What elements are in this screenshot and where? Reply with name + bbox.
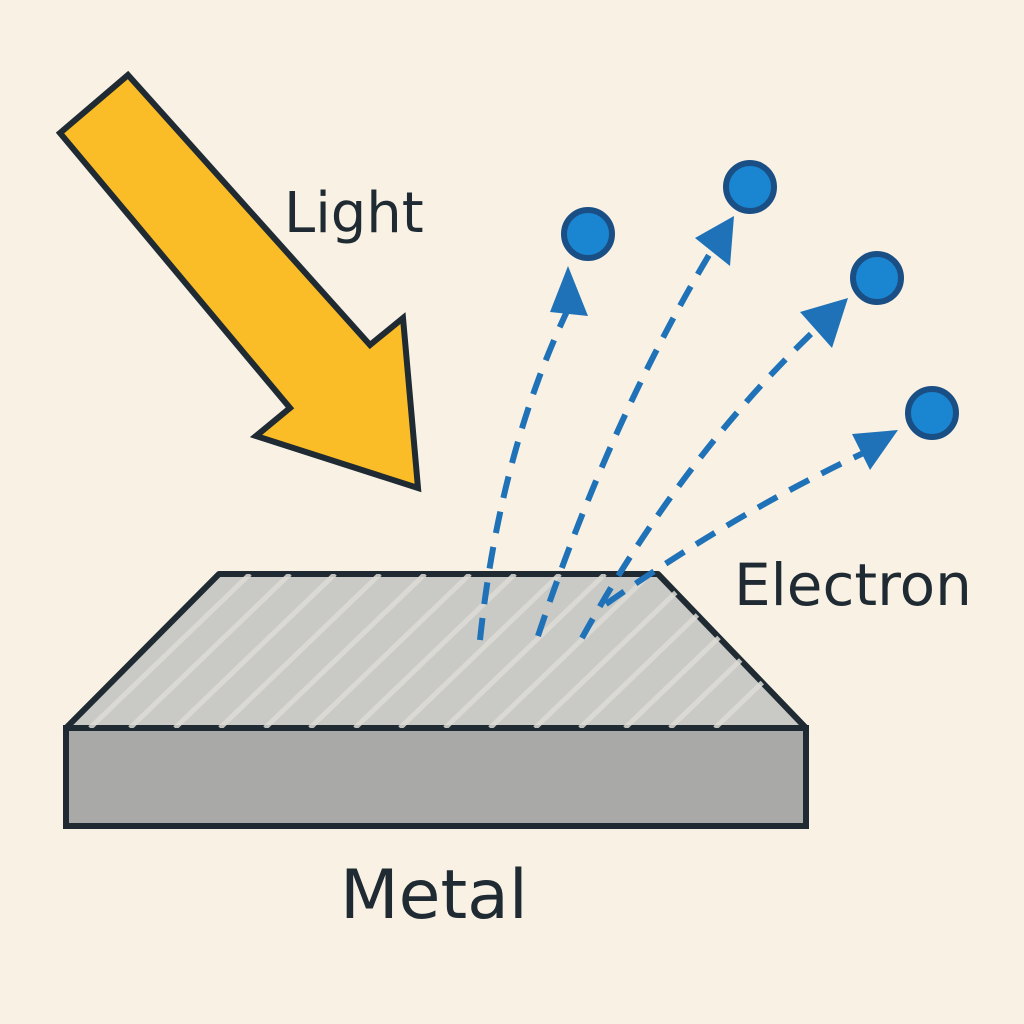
- metal-label: Metal: [340, 856, 528, 935]
- electron-path-4: [604, 447, 872, 607]
- electron-arrowhead-3: [800, 298, 848, 348]
- electron-label: Electron: [734, 551, 972, 619]
- electron-dot-icon: [561, 207, 615, 261]
- electron-dot-icon: [723, 160, 777, 214]
- electron-path-2: [535, 248, 715, 637]
- metal-front-face: [63, 725, 809, 829]
- light-label: Light: [284, 181, 424, 246]
- electron-path-3: [579, 327, 818, 640]
- electron-arrowhead-1: [550, 266, 588, 316]
- light-arrow-icon: [55, 70, 422, 493]
- electron-arrowhead-2: [695, 216, 734, 266]
- electron-arrowhead-4: [852, 430, 898, 470]
- electron-path-1: [477, 303, 573, 641]
- electron-dot-icon: [850, 251, 904, 305]
- electron-dot-icon: [905, 386, 959, 440]
